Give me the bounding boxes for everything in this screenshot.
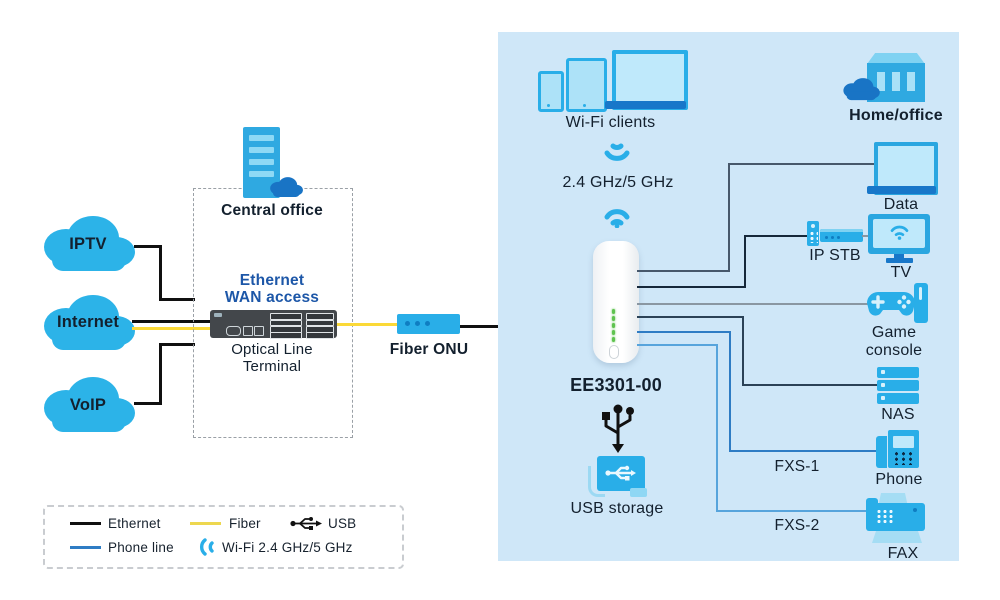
set-top-box-icon	[820, 229, 863, 242]
usb-storage-cable	[588, 466, 605, 497]
olt-onu-fiber-line	[337, 323, 397, 326]
tv-icon	[886, 258, 913, 263]
fxs2-phone-line	[637, 344, 718, 347]
router-led	[612, 309, 615, 314]
legend	[43, 505, 404, 569]
internet-fiber-line	[132, 327, 211, 330]
iptv-ethernet-line	[134, 245, 162, 248]
router-ipstb-line	[744, 235, 747, 288]
router-led	[612, 316, 615, 321]
smartphone-icon	[538, 71, 564, 112]
router-icon	[593, 241, 639, 363]
internet-ethernet-line	[132, 320, 211, 323]
iptv-ethernet-line	[159, 245, 162, 301]
router-model-label: EE3301-00	[570, 375, 662, 395]
laptop-icon	[605, 101, 686, 109]
phone-icon	[876, 436, 887, 468]
voip-label: VoIP	[69, 396, 107, 414]
fiber-onu-label: Fiber ONU	[389, 341, 469, 358]
legend-ethernet-label: Ethernet	[108, 516, 161, 531]
fxs1-phone-line	[637, 331, 731, 334]
home-office-cloud-icon	[843, 78, 880, 101]
internet-label: Internet	[56, 313, 120, 331]
fiber-onu-icon	[397, 314, 460, 334]
wan-access-label: Ethernet	[239, 272, 305, 289]
nas-label: NAS	[881, 406, 915, 423]
router-led	[612, 330, 615, 335]
router-data-line	[728, 163, 731, 272]
phone-icon	[888, 430, 919, 468]
tv-icon	[894, 254, 904, 259]
router-ipstb-line	[637, 286, 746, 289]
wifi-waves-up-icon	[604, 209, 630, 228]
phone-label: Phone	[875, 471, 923, 488]
legend-fiber-label: Fiber	[229, 516, 261, 531]
game-console-label: Game console	[865, 324, 923, 359]
stb-tv-link-line	[862, 235, 869, 238]
router-led	[612, 337, 615, 342]
legend-wifi-icon	[200, 538, 214, 556]
fax-icon	[868, 503, 925, 531]
wan-access-label: WAN access	[224, 289, 320, 306]
nas-icon	[877, 367, 919, 404]
fxs2-phone-line	[716, 510, 869, 513]
fxs1-port-label: FXS-1	[774, 458, 820, 475]
tv-label: TV	[890, 264, 912, 281]
wifi-waves-down-icon	[604, 143, 630, 161]
home-office-label: Home/office	[849, 107, 943, 124]
olt-label: Optical Line Terminal	[231, 341, 313, 375]
building-icon	[867, 53, 925, 64]
usb-storage-label: USB storage	[570, 500, 664, 517]
laptop-icon	[612, 50, 688, 110]
legend-usb-icon	[290, 517, 322, 530]
data-label: Data	[883, 196, 919, 213]
router-led	[612, 323, 615, 328]
legend-phone-swatch	[70, 546, 101, 549]
iptv-cloud-icon	[44, 216, 135, 271]
legend-ethernet-swatch	[70, 522, 101, 525]
internet-cloud-icon	[44, 295, 135, 350]
iptv-label: IPTV	[69, 235, 107, 253]
router-nas-line	[742, 384, 878, 387]
voip-ethernet-line	[159, 343, 195, 346]
tv-icon	[868, 214, 930, 254]
legend-phone-label: Phone line	[108, 540, 174, 555]
data-laptop-icon	[867, 186, 936, 194]
fxs2-phone-line	[716, 344, 719, 512]
legend-usb-label: USB	[328, 516, 357, 531]
central-office-title: Central office	[221, 202, 323, 219]
remote-control-icon	[807, 221, 819, 246]
wifi-band-label: 2.4 GHz/5 GHz	[562, 174, 674, 191]
fxs1-phone-line	[729, 450, 877, 453]
router-ipstb-line	[744, 235, 808, 238]
fax-label: FAX	[887, 545, 919, 562]
router-data-line	[728, 163, 874, 166]
central-office-cloud-icon	[270, 177, 303, 197]
iptv-ethernet-line	[159, 298, 195, 301]
legend-fiber-swatch	[190, 522, 221, 525]
voip-cloud-icon	[44, 377, 135, 432]
legend-wifi-label: Wi-Fi 2.4 GHz/5 GHz	[222, 540, 353, 555]
fax-icon	[872, 531, 922, 543]
router-button	[609, 345, 619, 359]
router-game-line	[637, 303, 868, 306]
usb-storage-icon	[597, 456, 645, 491]
router-nas-line	[637, 316, 744, 319]
game-controller-icon	[867, 292, 915, 316]
wifi-clients-label: Wi-Fi clients	[565, 114, 656, 131]
game-console-icon	[914, 283, 928, 323]
ipstb-label: IP STB	[809, 247, 861, 264]
usb-symbol-icon	[602, 404, 634, 453]
voip-ethernet-line	[159, 343, 162, 405]
fxs2-port-label: FXS-2	[774, 517, 820, 534]
router-data-line	[637, 270, 730, 273]
tablet-icon	[566, 58, 607, 112]
usb-connector-icon	[630, 488, 647, 497]
olt-device-icon	[210, 310, 337, 339]
router-nas-line	[742, 316, 745, 386]
voip-ethernet-line	[134, 402, 162, 405]
fxs1-phone-line	[729, 331, 732, 452]
